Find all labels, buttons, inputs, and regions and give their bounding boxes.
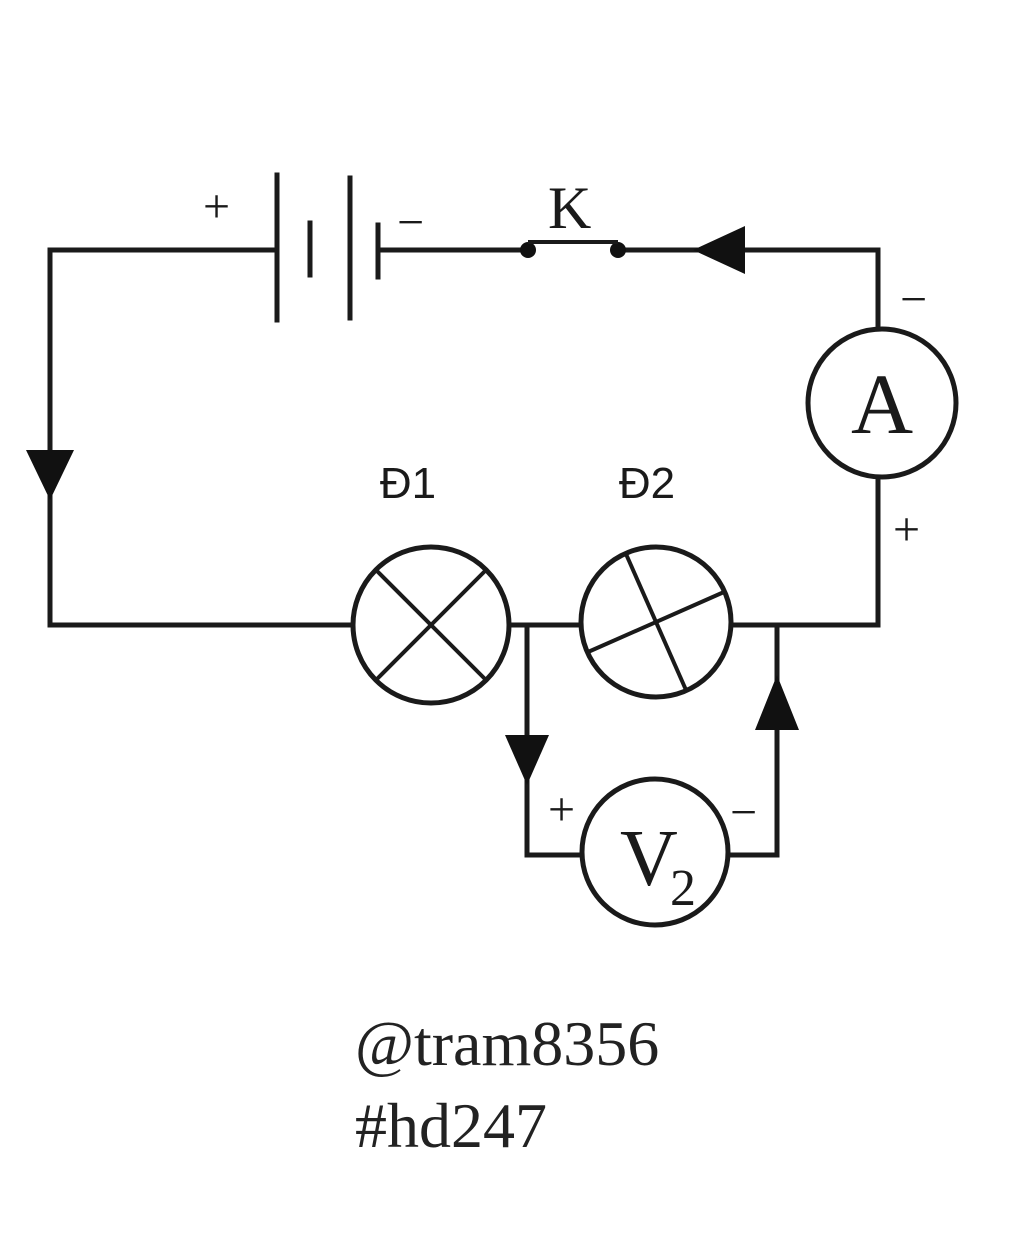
voltmeter-v2: V 2 + − [548,776,757,928]
ammeter-circle [805,326,959,480]
switch-k: K [520,175,626,258]
lamp-d2-cross-b [624,553,688,691]
voltmeter-subscript: 2 [670,860,696,917]
ammeter-minus-sign: − [900,273,927,326]
wire-voltmeter-left [524,622,585,858]
credit-author: @tram8356 [355,1008,660,1079]
lamp-d1: Đ1 [350,459,512,706]
lamp-d2: Đ2 [578,459,734,700]
ammeter: A − + [805,273,959,556]
wire-switch-ammeter [615,247,881,331]
arrow-left-top [693,226,745,274]
ammeter-label: A [851,356,913,452]
voltmeter-label: V [620,815,678,903]
voltmeter-plus-sign: + [548,783,575,836]
voltmeter-minus-sign: − [730,786,757,839]
lamp-d1-cross-b [374,568,488,682]
wire-left-side [47,247,355,628]
switch-contact-right [610,242,626,258]
battery: + − [203,172,424,323]
arrow-up-voltmeter [755,675,799,730]
ammeter-plus-sign: + [893,503,920,556]
lamp-d2-label: Đ2 [619,459,675,508]
arrow-down-voltmeter [505,735,549,785]
switch-contact-left [520,242,536,258]
wire-right-side [729,475,881,628]
arrow-down-left [26,450,74,500]
current-arrows [26,226,799,785]
credit-tag: #hd247 [355,1090,547,1161]
lamp-d1-label: Đ1 [380,459,436,508]
switch-label: K [548,175,591,241]
battery-plus-sign: + [203,180,230,233]
voltmeter-circle [579,776,731,928]
battery-minus-sign: − [397,196,424,249]
